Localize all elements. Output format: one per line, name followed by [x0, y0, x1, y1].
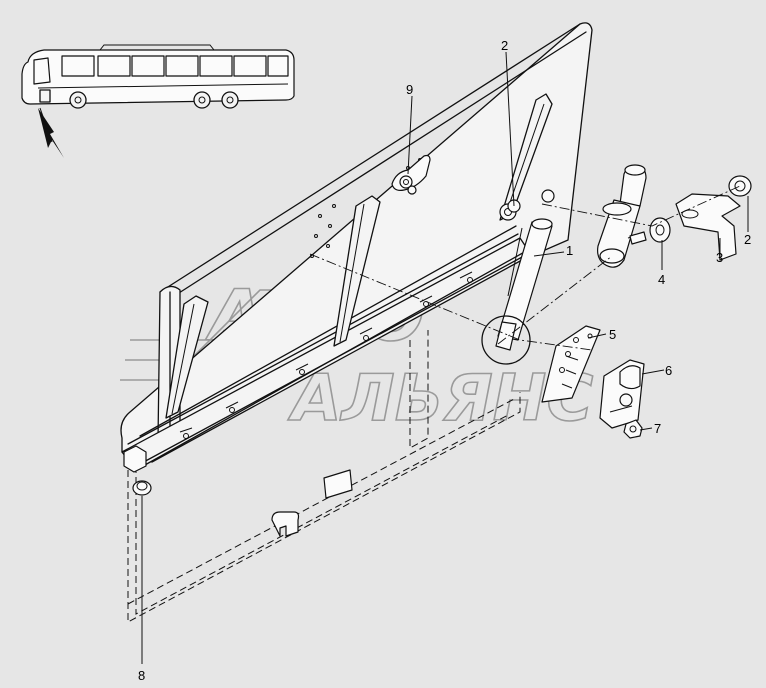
part-6-lock [599, 359, 645, 429]
detail-circle [481, 315, 531, 365]
callouts: 1 2 2 3 4 5 6 7 8 9 [138, 38, 751, 683]
bus-thumbnail [21, 44, 295, 109]
location-arrow-icon [38, 107, 64, 158]
door-panel [120, 22, 593, 473]
label-8: 8 [138, 668, 145, 683]
label-7: 7 [654, 421, 661, 436]
part-8-grommet [132, 480, 152, 496]
label-4: 4 [658, 272, 665, 287]
label-5: 5 [609, 327, 616, 342]
label-6: 6 [665, 363, 672, 378]
part-3-bracket [675, 193, 741, 261]
label-2-right: 2 [744, 232, 751, 247]
part-7-nut [623, 419, 643, 439]
part-2-nut-right [728, 175, 752, 197]
part-9-latch [391, 154, 431, 195]
label-1: 1 [566, 243, 573, 258]
label-3: 3 [716, 250, 723, 265]
part-strut-detail [597, 164, 647, 268]
part-4-washer [649, 217, 671, 243]
part-5-plate [541, 325, 601, 403]
door-lower-outline [127, 330, 521, 623]
leader-lines [141, 51, 749, 664]
part-1-gas-strut [495, 189, 555, 351]
label-9: 9 [406, 82, 413, 97]
assembly-axes [309, 185, 741, 351]
label-2-top: 2 [501, 38, 508, 53]
